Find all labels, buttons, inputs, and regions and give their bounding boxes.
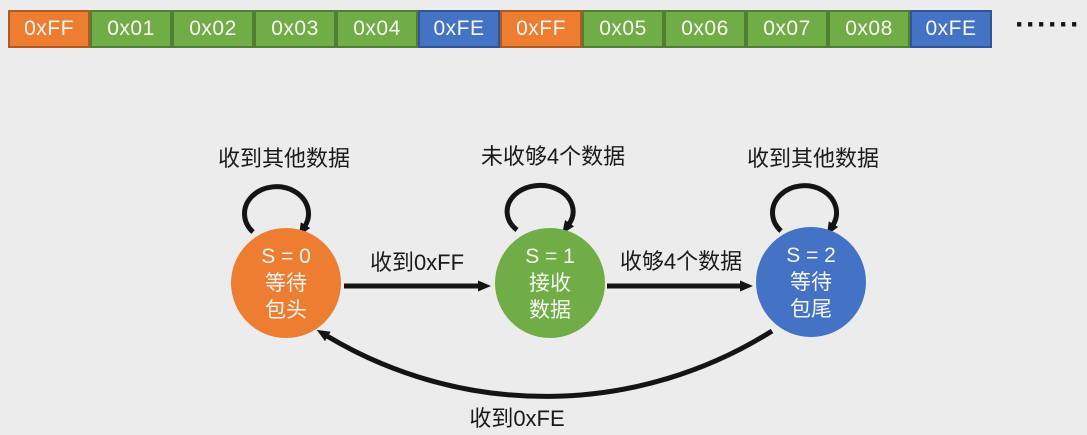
byte-cell-0x03: 0x03 [254, 10, 336, 48]
state-s2-waiting-tail: S = 2 等待 包尾 [756, 227, 866, 337]
label-s0-self-loop: 收到其他数据 [217, 146, 351, 171]
byte-cell-0x08: 0x08 [828, 10, 910, 48]
byte-cell-0x04: 0x04 [336, 10, 418, 48]
label-s2-self-loop: 收到其他数据 [746, 146, 880, 171]
state-s1-id: S = 1 [525, 244, 575, 268]
label-s2-to-s0: 收到0xFE [469, 406, 565, 431]
label-s1-self-loop: 未收够4个数据 [480, 144, 626, 169]
byte-strip-ellipsis: ······ [1015, 8, 1081, 41]
state-s0-line3: 包头 [265, 298, 307, 322]
byte-cell-0xFE: 0xFE [418, 10, 500, 48]
label-s1-to-s2: 收够4个数据 [619, 249, 743, 274]
byte-cell-0x05: 0x05 [582, 10, 664, 48]
byte-cell-0xFE: 0xFE [910, 10, 992, 48]
state-s2-line3: 包尾 [790, 297, 832, 321]
byte-cell-0xFF: 0xFF [500, 10, 582, 48]
byte-cell-0x06: 0x06 [664, 10, 746, 48]
byte-cell-0xFF: 0xFF [8, 10, 90, 48]
state-s0-line2: 等待 [265, 271, 307, 295]
state-s0-waiting-header: S = 0 等待 包头 [231, 228, 341, 338]
byte-cell-0x01: 0x01 [90, 10, 172, 48]
byte-cell-0x07: 0x07 [746, 10, 828, 48]
state-s1-line3: 数据 [529, 298, 571, 322]
state-s2-line2: 等待 [790, 270, 832, 294]
label-s0-to-s1: 收到0xFF [369, 250, 465, 275]
state-s1-line2: 接收 [529, 271, 571, 295]
state-s2-id: S = 2 [786, 243, 836, 267]
self-loop-s2 [770, 183, 839, 236]
state-s0-id: S = 0 [261, 244, 311, 268]
self-loop-s0 [242, 184, 311, 237]
arrow-s2-to-s0 [316, 328, 774, 399]
state-s1-receiving-data: S = 1 接收 数据 [495, 228, 605, 338]
byte-cell-0x02: 0x02 [172, 10, 254, 48]
self-loop-s1 [504, 183, 576, 234]
